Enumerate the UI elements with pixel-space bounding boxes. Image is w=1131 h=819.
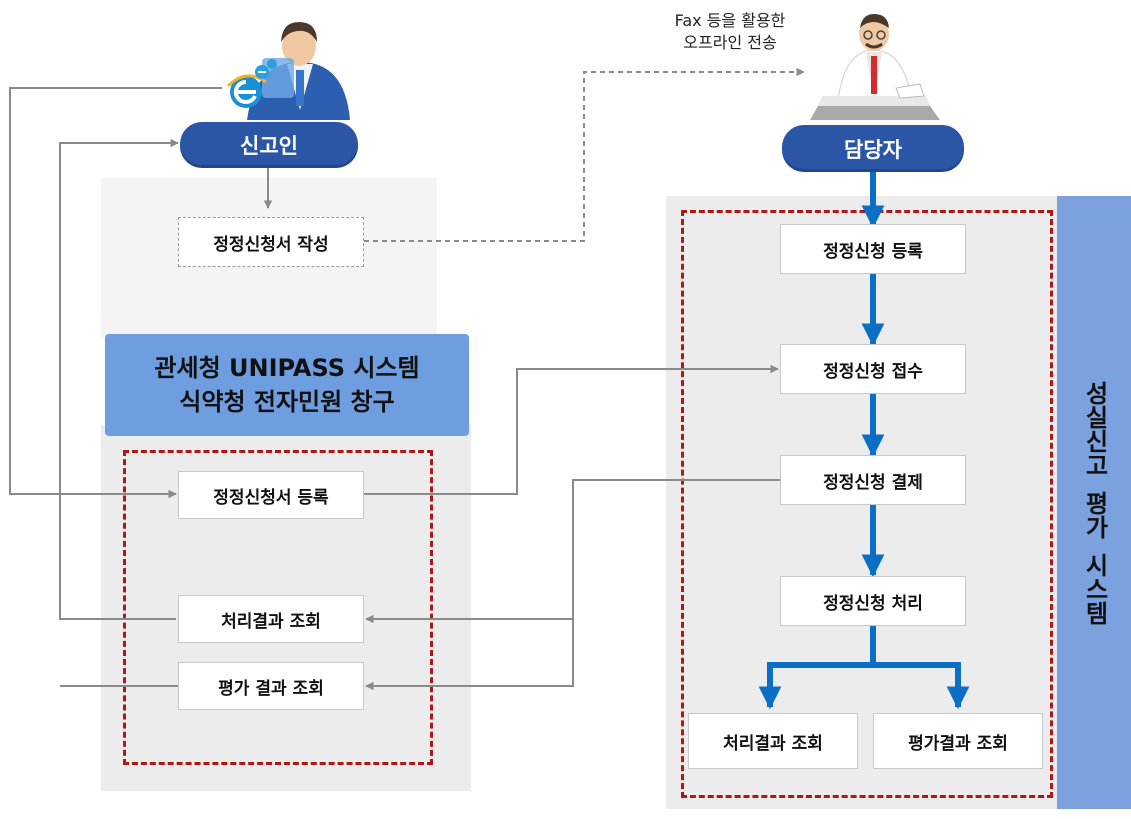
right-eval-result-box[interactable]: 평가결과 조회 — [873, 713, 1043, 769]
system-banner-line1: 관세청 UNIPASS 시스템 — [154, 354, 420, 382]
offline-transfer-arrow — [364, 67, 805, 242]
side-system-label: 성실신고 평가 시스템 — [1057, 196, 1131, 809]
offline-note-line1: Fax 등을 활용한 — [674, 11, 786, 30]
left-eval-result-box[interactable]: 평가 결과 조회 — [178, 662, 364, 710]
step-register-box[interactable]: 정정신청 등록 — [780, 224, 966, 274]
officer-pill[interactable]: 담당자 — [782, 125, 964, 172]
step-receipt-box[interactable]: 정정신청 접수 — [780, 344, 966, 394]
side-label-word3: 시스템 — [1080, 552, 1109, 625]
right-process-result-box[interactable]: 처리결과 조회 — [688, 713, 858, 769]
left-system-group — [123, 450, 433, 765]
applicant-pill[interactable]: 신고인 — [180, 122, 358, 168]
register-application-box[interactable]: 정정신청서 등록 — [178, 471, 364, 519]
process-split-flow — [758, 626, 876, 710]
offline-note-line2: 오프라인 전송 — [683, 33, 777, 52]
officer-at-desk-icon — [810, 14, 940, 120]
register-to-receipt-arrow — [362, 364, 779, 495]
payment-to-eval-result-arrow — [365, 479, 780, 691]
system-banner-line2: 식약청 전자민원 창구 — [179, 388, 395, 416]
results-to-applicant-arrow — [59, 138, 179, 620]
side-label-word2: 평가 — [1080, 490, 1109, 539]
side-label-word1: 성실신고 — [1080, 380, 1109, 477]
draft-application-box[interactable]: 정정신청서 작성 — [178, 217, 364, 267]
right-blue-flow — [758, 170, 970, 710]
system-banner: 관세청 UNIPASS 시스템 식약청 전자민원 창구 — [105, 334, 469, 436]
offline-transfer-note: Fax 등을 활용한 오프라인 전송 — [620, 10, 840, 54]
process-split-flow-right — [873, 662, 970, 710]
left-process-result-box[interactable]: 처리결과 조회 — [178, 595, 364, 643]
person-with-ie-icon — [226, 22, 350, 120]
left-grey-connectors — [9, 87, 780, 691]
step-payment-box[interactable]: 정정신청 결제 — [780, 455, 966, 505]
step-process-box[interactable]: 정정신청 처리 — [780, 576, 966, 626]
applicant-to-register-arrow — [9, 87, 222, 499]
